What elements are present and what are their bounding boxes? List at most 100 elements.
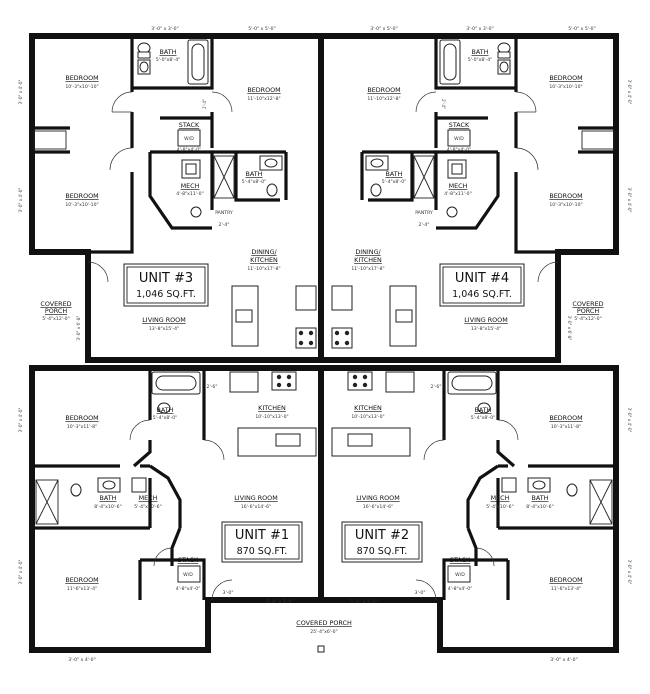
dimension-notes: 3'-0" x 3'-0" 5'-0" x 5'-0" 3'-0" x 5'-0…	[18, 26, 632, 663]
door-dim-u2-bath: 2'-6"	[431, 384, 442, 390]
u4-stack-dim: 4'-8"x4'-0"	[447, 147, 471, 153]
u4-dining-dim: 11'-10"x17'-8"	[351, 266, 384, 272]
window-dim-top-c: 3'-0" x 5'-0"	[370, 26, 397, 32]
u1-stack-sub: W/D	[183, 572, 193, 578]
u3-bath-mid-name: BATH	[246, 170, 263, 178]
u2-bath-mid-name: BATH	[532, 494, 549, 502]
door-swings	[87, 91, 559, 601]
u4-porch-name2: PORCH	[577, 307, 599, 315]
u3-dining-dim: 11'-10"x17'-8"	[247, 266, 280, 272]
unit-1-label-box: UNIT #1 870 SQ.FT.	[221, 521, 303, 563]
u3-bath-top-dim: 5'-0"x8'-4"	[156, 57, 180, 63]
u4-dining-name: DINING/	[355, 248, 381, 256]
unit-2-title: UNIT #2	[355, 528, 409, 543]
u2-bath-top-name: BATH	[475, 406, 492, 414]
unit-4-area: 1,046 SQ.FT.	[452, 289, 512, 300]
u1-bedroom-low-name: BEDROOM	[65, 576, 98, 584]
u3-porch-name2: PORCH	[45, 307, 67, 315]
u4-bedroom-top-name: BEDROOM	[549, 74, 582, 82]
u2-bedroom-top-name: BEDROOM	[549, 414, 582, 422]
u3-bedroom-mid-dim: 11'-10"x12'-8"	[247, 96, 280, 102]
u3-living-dim: 13'-8"x15'-4"	[149, 326, 179, 332]
u1-bedroom-top-name: BEDROOM	[65, 414, 98, 422]
u4-living-dim: 13'-8"x15'-4"	[471, 326, 501, 332]
u4-porch-dim: 5'-4"x12'-0"	[574, 316, 601, 322]
u2-mech-dim: 5'-4"x10'-6"	[486, 504, 513, 510]
u3-pantry-name: PANTRY	[215, 210, 233, 216]
u4-stack-sub: W/D	[454, 136, 464, 142]
u2-mech-name: MECH	[491, 494, 510, 502]
interior-walls	[32, 36, 616, 600]
window-dim-side-b: 3'-0" x 4'-0"	[18, 187, 23, 212]
u4-mech-dim: 4'-8"x11'-0"	[444, 191, 471, 197]
u3-dining-name2: KITCHEN	[250, 256, 278, 264]
u2-bedroom-low-name: BEDROOM	[549, 576, 582, 584]
u4-bedroom-mid-dim: 11'-10"x12'-8"	[367, 96, 400, 102]
room-labels: BEDROOM 10'-3"x10'-10" BEDROOM 11'-10"x1…	[40, 48, 603, 635]
u1-bath-top-dim: 5'-4"x8'-0"	[153, 415, 177, 421]
u2-bath-mid-dim: 8'-4"x10'-6"	[526, 504, 553, 510]
front-porch-name: COVERED PORCH	[296, 619, 352, 627]
u4-bedroom-top-dim: 10'-3"x10'-10"	[549, 84, 582, 90]
unit-2-label-box: UNIT #2 870 SQ.FT.	[341, 521, 423, 563]
window-dim-side-j: 3'-0" x 4'-0"	[627, 560, 632, 585]
u1-bath-top-name: BATH	[157, 406, 174, 414]
u2-kitchen-dim: 10'-10"x13'-0"	[351, 414, 384, 420]
window-dim-top-b: 5'-0" x 5'-0"	[248, 26, 275, 32]
door-dim-u4-pantry: 2'-4"	[419, 222, 430, 228]
unit-1-title: UNIT #1	[235, 528, 289, 543]
u1-bedroom-top-dim: 10'-3"x11'-8"	[67, 424, 97, 430]
u3-bedroom-top-name: BEDROOM	[65, 74, 98, 82]
fixtures	[70, 39, 578, 653]
u4-stack-name: STACK	[449, 121, 470, 129]
u1-mech-dim: 5'-4"x10'-6"	[134, 504, 161, 510]
u4-living-name: LIVING ROOM	[464, 316, 507, 324]
u1-stack-dim: 4'-8"x4'-0"	[176, 586, 200, 592]
u3-bedroom-low-name: BEDROOM	[65, 192, 98, 200]
unit-4-title: UNIT #4	[455, 271, 509, 286]
door-dim-u2: 3'-0"	[415, 590, 426, 596]
u1-living-name: LIVING ROOM	[234, 494, 277, 502]
u3-stack-sub: W/D	[184, 136, 194, 142]
window-dim-side-d: 3'-0" x 4'-0"	[627, 80, 632, 105]
window-dim-side-a: 3'-0" x 4'-0"	[18, 79, 23, 104]
unit-2-area: 870 SQ.FT.	[357, 546, 408, 557]
u2-living-name: LIVING ROOM	[356, 494, 399, 502]
u2-bedroom-top-dim: 10'-3"x11'-8"	[551, 424, 581, 430]
u4-mech-name: MECH	[449, 182, 468, 190]
u4-bedroom-low-name: BEDROOM	[549, 192, 582, 200]
unit-3-area: 1,046 SQ.FT.	[136, 289, 196, 300]
u1-kitchen-dim: 10'-10"x13'-0"	[255, 414, 288, 420]
u4-bedroom-low-dim: 10'-3"x10'-10"	[549, 202, 582, 208]
window-dim-top-d: 3'-0" x 3'-0"	[466, 26, 493, 32]
u3-bedroom-low-dim: 10'-3"x10'-10"	[65, 202, 98, 208]
u2-stack-dim: 4'-8"x4'-0"	[448, 586, 472, 592]
u4-bath-top-name: BATH	[472, 48, 489, 56]
window-dim-side-h: 3'-0" x 4'-0"	[18, 559, 23, 584]
u2-bedroom-low-dim: 11'-6"x13'-4"	[551, 586, 581, 592]
window-dim-bottom-a: 3'-0" x 4'-0"	[68, 657, 95, 663]
u1-mech-name: MECH	[139, 494, 158, 502]
u1-bath-mid-name: BATH	[100, 494, 117, 502]
u3-bath-top-name: BATH	[160, 48, 177, 56]
u4-dining-name2: KITCHEN	[354, 256, 382, 264]
window-dim-side-i: 3'-0" x 4'-0"	[627, 408, 632, 433]
door-dim-u4-a: 2'-4"	[441, 99, 446, 109]
u3-stack-name: STACK	[179, 121, 200, 129]
u3-dining-name: DINING/	[251, 248, 277, 256]
u3-bedroom-top-dim: 10'-3"x10'-10"	[65, 84, 98, 90]
u4-bath-mid-name: BATH	[386, 170, 403, 178]
window-dim-side-g: 3'-0" x 4'-0"	[18, 407, 23, 432]
exterior-walls	[29, 33, 619, 653]
window-dim-top-e: 5'-0" x 5'-0"	[568, 26, 595, 32]
window-dim-bottom-c: 5'-0" x 5'-0"	[350, 599, 377, 605]
u3-bath-mid-dim: 5'-4"x8'-0"	[242, 179, 266, 185]
u2-stack-name: STACK	[450, 556, 471, 564]
u2-kitchen-name: KITCHEN	[354, 404, 382, 412]
u4-bath-mid-dim: 5'-4"x8'-0"	[382, 179, 406, 185]
u3-bedroom-mid-name: BEDROOM	[247, 86, 280, 94]
unit-3-title: UNIT #3	[139, 271, 193, 286]
window-dim-side-f: 3'-0" x 6'-8"	[567, 316, 572, 341]
u3-mech-name: MECH	[181, 182, 200, 190]
